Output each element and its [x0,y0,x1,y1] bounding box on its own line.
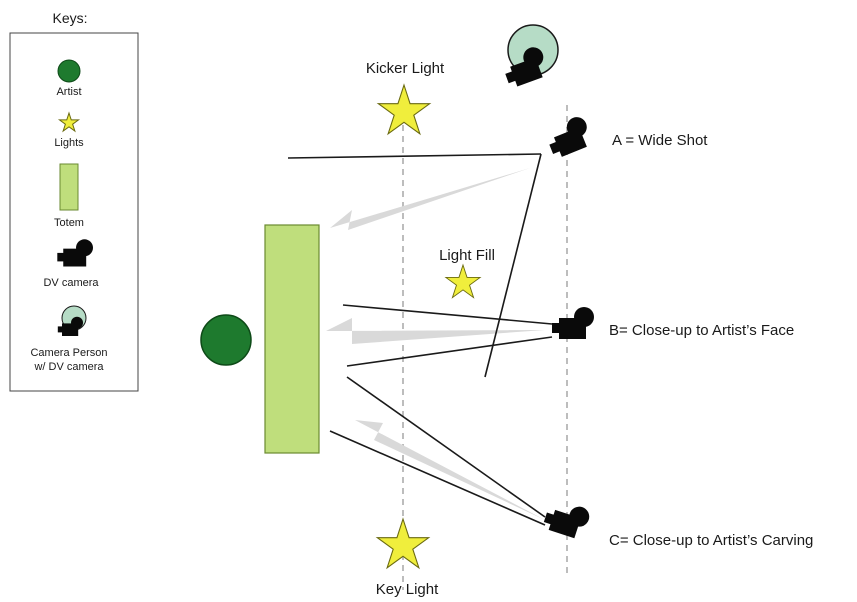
legend-label-camera-person-line1: Camera Person [30,347,107,359]
light-fill-label: Light Fill [439,247,495,264]
camera-b-label: B= Close-up to Artist’s Face [609,322,794,339]
totem [264,224,320,454]
legend: Keys: Artist Lights Totem DV camera Came… [9,10,139,392]
camera-b-sightline-bottom [346,336,553,367]
camera-a-sightline-bottom [484,153,542,378]
legend-label-camera-person-line2: w/ DV camera [33,361,104,373]
camera-b-icon [552,307,594,339]
sight-lines [287,153,553,526]
legend-label-lights: Lights [54,137,84,149]
legend-label-dv-camera: DV camera [43,277,99,289]
artist-circle-icon [57,59,81,83]
camera-c-sightline-bottom [329,430,546,526]
kicker-light-label: Kicker Light [366,60,445,77]
key-light-star [377,519,428,568]
camera-a-sightline-top [287,153,542,159]
legend-label-artist: Artist [56,86,81,98]
beam-from-camera-c [355,420,545,520]
legend-label-totem: Totem [54,217,84,229]
camera-b-sightline-top [342,304,553,325]
beam-from-camera-b [326,318,545,344]
legend-title: Keys: [52,10,87,26]
camera-c-sightline-top [346,376,546,518]
camera-person-icon [57,305,87,336]
artist-circle [200,314,252,366]
camera-c-label: C= Close-up to Artist’s Carving [609,532,813,549]
light-fill-star [446,265,480,298]
light-beams [326,168,545,520]
totem-rect-icon [59,163,79,211]
camera-a-icon [543,114,595,160]
camera-person [499,24,559,89]
key-light-label: Key Light [376,581,439,598]
beam-from-camera-a [330,168,530,230]
camera-a-label: A = Wide Shot [612,132,708,149]
